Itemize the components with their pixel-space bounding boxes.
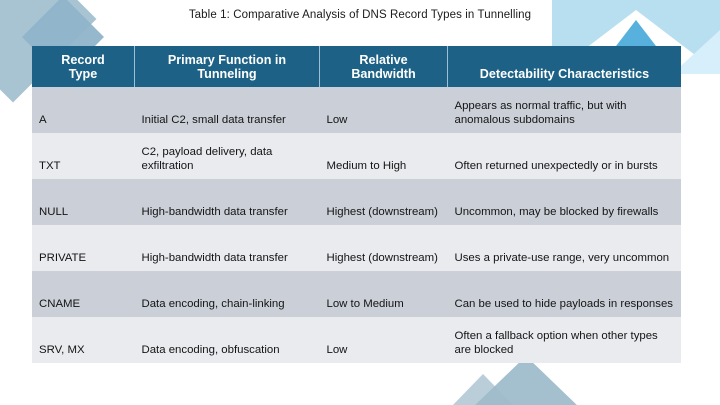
cell-record-type: TXT [32,133,135,179]
table-body: A Initial C2, small data transfer Low Ap… [32,87,681,363]
cell-primary-function: Initial C2, small data transfer [134,87,320,133]
cell-record-type: SRV, MX [32,317,135,363]
cell-primary-function: High-bandwidth data transfer [134,225,320,271]
table-header-row: Record Type Primary Function in Tunnelin… [32,46,681,87]
cell-detectability: Uses a private-use range, very uncommon [447,225,681,271]
cell-relative-bandwidth: Low [319,87,448,133]
cell-detectability: Often returned unexpectedly or in bursts [447,133,681,179]
cell-detectability: Often a fallback option when other types… [447,317,681,363]
cell-relative-bandwidth: Highest (downstream) [319,179,448,225]
column-header-detectability: Detectability Characteristics [447,46,681,87]
column-header-line: Detectability Characteristics [479,66,650,81]
dns-record-comparison-table: Record Type Primary Function in Tunnelin… [32,46,681,363]
column-header-line: Bandwidth [351,66,416,81]
table-row: PRIVATE High-bandwidth data transfer Hig… [32,225,681,271]
column-header-line: Primary Function in [167,52,287,67]
comparison-table-container: Record Type Primary Function in Tunnelin… [32,46,681,363]
cell-relative-bandwidth: Highest (downstream) [319,225,448,271]
table-header: Record Type Primary Function in Tunnelin… [32,46,681,87]
column-header-relative-bandwidth: Relative Bandwidth [319,46,448,87]
column-header-primary-function: Primary Function in Tunneling [134,46,320,87]
table-row: TXT C2, payload delivery, data exfiltrat… [32,133,681,179]
cell-primary-function: High-bandwidth data transfer [134,179,320,225]
cell-record-type: A [32,87,135,133]
column-header-record-type: Record Type [32,46,135,87]
column-header-line: Type [68,66,98,81]
cell-detectability: Uncommon, may be blocked by firewalls [447,179,681,225]
cell-relative-bandwidth: Low [319,317,448,363]
cell-relative-bandwidth: Low to Medium [319,271,448,317]
cell-record-type: CNAME [32,271,135,317]
column-header-line: Relative [359,52,408,67]
table-row: CNAME Data encoding, chain-linking Low t… [32,271,681,317]
cell-record-type: NULL [32,179,135,225]
cell-detectability: Can be used to hide payloads in response… [447,271,681,317]
page-title: Table 1: Comparative Analysis of DNS Rec… [188,9,532,21]
cell-primary-function: Data encoding, chain-linking [134,271,320,317]
table-row: A Initial C2, small data transfer Low Ap… [32,87,681,133]
column-header-line: Tunneling [197,66,257,81]
cell-record-type: PRIVATE [32,225,135,271]
table-row: SRV, MX Data encoding, obfuscation Low O… [32,317,681,363]
cell-primary-function: C2, payload delivery, data exfiltration [134,133,320,179]
cell-relative-bandwidth: Medium to High [319,133,448,179]
column-header-line: Record [61,52,105,67]
table-row: NULL High-bandwidth data transfer Highes… [32,179,681,225]
cell-detectability: Appears as normal traffic, but with anom… [447,87,681,133]
cell-primary-function: Data encoding, obfuscation [134,317,320,363]
